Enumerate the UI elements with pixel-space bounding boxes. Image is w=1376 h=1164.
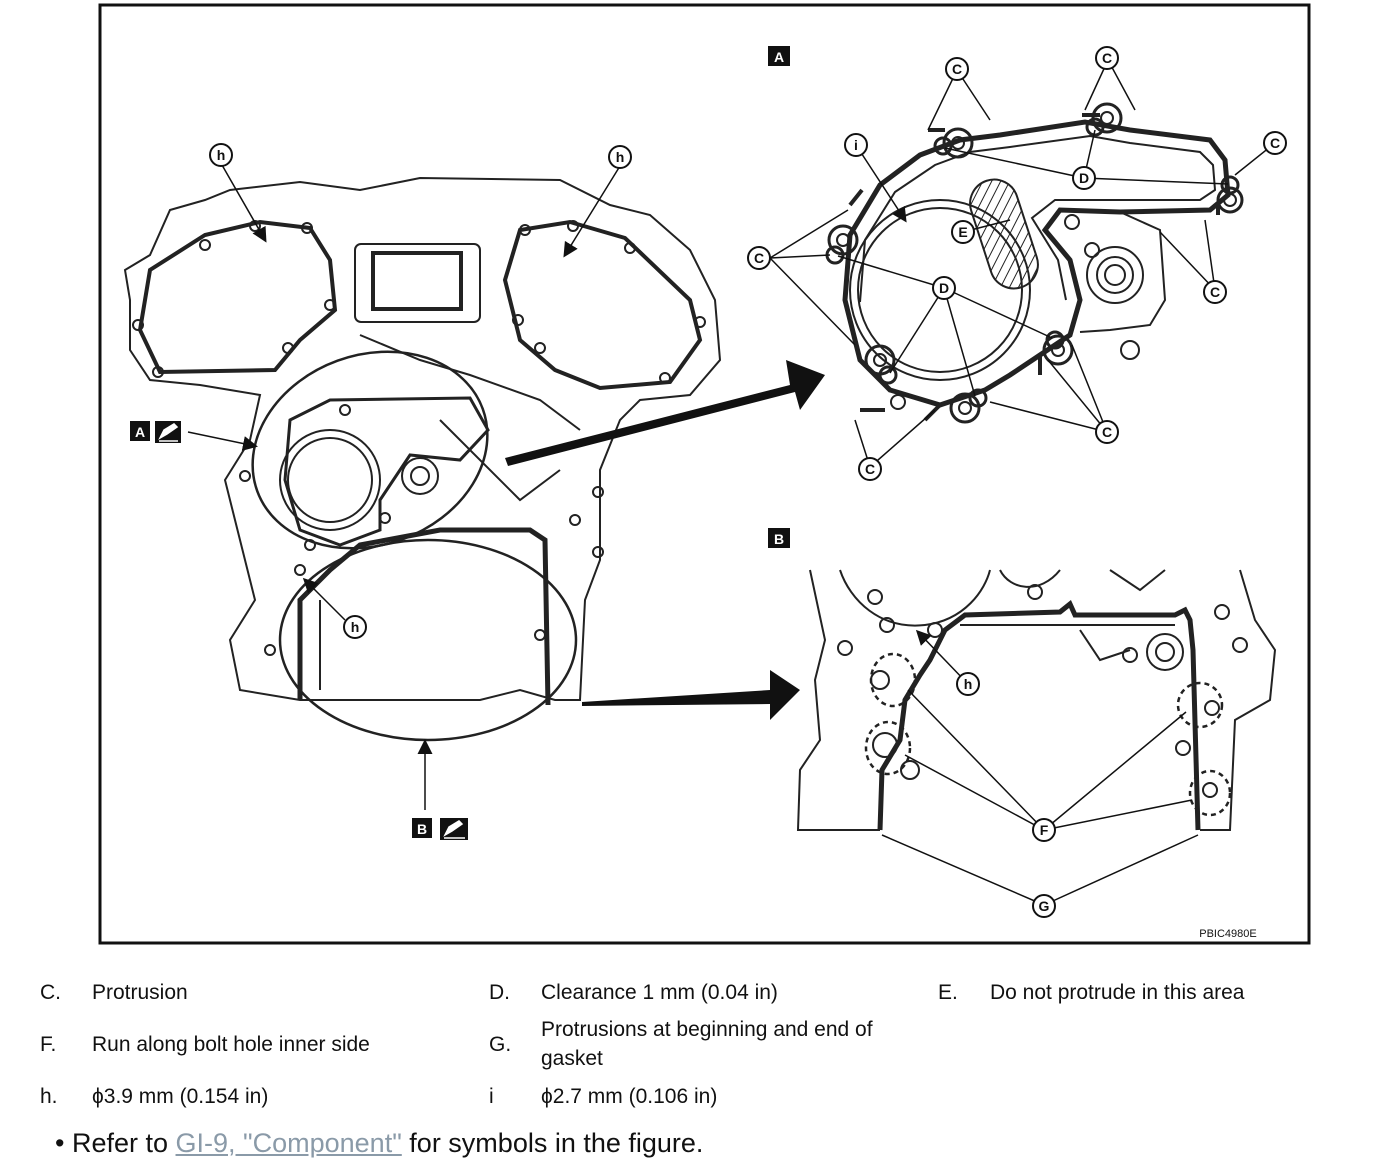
reference-note: • Refer to GI-9, "Component" for symbols… bbox=[55, 1128, 703, 1159]
view-b-label: B bbox=[774, 531, 784, 547]
legend: C. Protrusion D. Clearance 1 mm (0.04 in… bbox=[0, 978, 1376, 1118]
callout-c-right-lower: C bbox=[1210, 284, 1220, 300]
callout-c-left: C bbox=[754, 250, 764, 266]
arrow-to-detail-a bbox=[505, 360, 825, 466]
detail-a bbox=[825, 102, 1244, 424]
figure-code: PBIC4980E bbox=[1199, 928, 1256, 940]
legend-key: i bbox=[489, 1085, 494, 1108]
view-a-box bbox=[768, 46, 790, 66]
pencil-icon-glyph bbox=[158, 423, 179, 442]
legend-key: G. bbox=[489, 1033, 512, 1056]
callout-c-bottom-left: C bbox=[865, 461, 875, 477]
callout-h-lower: h bbox=[351, 619, 360, 635]
callout-c-top-left: C bbox=[952, 61, 962, 77]
ref-b-box bbox=[412, 818, 432, 838]
zoom-arrows bbox=[505, 360, 825, 720]
legend-key: F. bbox=[40, 1033, 57, 1056]
callout-c-bottom-right: C bbox=[1102, 424, 1112, 440]
callout-g: G bbox=[1039, 898, 1050, 914]
figure-frame bbox=[98, 3, 1311, 945]
note-suffix: for symbols in the figure. bbox=[401, 1128, 704, 1158]
callout-c-top: C bbox=[1102, 50, 1112, 66]
callout-d-center: D bbox=[939, 280, 949, 296]
detail-b-leaders bbox=[881, 629, 1199, 906]
view-a-label: A bbox=[774, 49, 784, 65]
pencil-icon-glyph bbox=[443, 820, 465, 839]
ref-a-label: A bbox=[135, 424, 145, 440]
note-prefix: Refer to bbox=[71, 1128, 176, 1158]
legend-text: ϕ2.7 mm (0.106 in) bbox=[541, 1085, 718, 1108]
ref-a-box bbox=[130, 421, 150, 441]
legend-key: D. bbox=[489, 981, 510, 1004]
legend-text: Protrusions at beginning and end of gask… bbox=[541, 1018, 873, 1070]
bullet: • bbox=[55, 1128, 65, 1158]
callout-markers bbox=[209, 46, 1287, 918]
legend-key: C. bbox=[40, 981, 61, 1004]
arrow-to-detail-b bbox=[582, 670, 800, 720]
legend-text: Run along bolt hole inner side bbox=[92, 1033, 370, 1056]
gasket-application-diagram: A B A B h h h C C C i D E C D C C C h F bbox=[98, 3, 1311, 945]
legend-text: Clearance 1 mm (0.04 in) bbox=[541, 981, 778, 1004]
legend-key: h. bbox=[40, 1085, 58, 1108]
legend-text: Do not protrude in this area bbox=[990, 981, 1245, 1004]
callout-c-right: C bbox=[1270, 135, 1280, 151]
view-tags: A B A B bbox=[130, 46, 790, 840]
overview-leaders bbox=[187, 164, 621, 810]
legend-text: ϕ3.9 mm (0.154 in) bbox=[92, 1085, 269, 1108]
callout-h-detail-b: h bbox=[964, 676, 973, 692]
ref-b-label: B bbox=[417, 821, 427, 837]
callout-h-left: h bbox=[217, 147, 226, 163]
front-cover-overview bbox=[123, 176, 722, 742]
legend-key: E. bbox=[938, 981, 958, 1004]
callout-i: i bbox=[854, 137, 858, 153]
callout-f: F bbox=[1040, 822, 1049, 838]
detail-a-leaders bbox=[769, 59, 1276, 468]
callout-d-top: D bbox=[1079, 170, 1089, 186]
view-b-box bbox=[768, 528, 790, 548]
legend-text: Protrusion bbox=[92, 981, 188, 1004]
detail-b bbox=[796, 569, 1277, 831]
callout-h-right: h bbox=[616, 149, 625, 165]
component-link[interactable]: GI-9, "Component" bbox=[175, 1128, 402, 1158]
callout-e: E bbox=[958, 224, 967, 240]
